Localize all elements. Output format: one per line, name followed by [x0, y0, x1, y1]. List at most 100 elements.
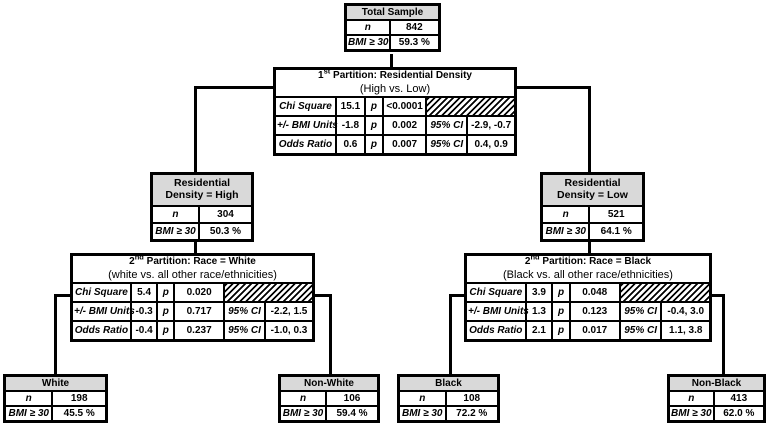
connector-p2b-right-h — [709, 294, 725, 297]
partition2-black-subtitle: (Black vs. all other race/ethnicities) — [503, 268, 673, 281]
partition1-box: 1st Partition: Residential Density (High… — [273, 66, 517, 157]
p-label: p — [156, 320, 176, 342]
partition-ordinal-suffix: nd — [134, 252, 144, 262]
ci-label: 95% CI — [425, 134, 469, 156]
bmi-label: BMI ≥ 30 — [3, 405, 54, 423]
n-value: 842 — [388, 19, 441, 36]
density-high-box: Residential Density = High n 304 BMI ≥ 3… — [150, 172, 254, 242]
bmi-value: 64.1 % — [588, 222, 645, 242]
ci-label: 95% CI — [618, 320, 663, 342]
ci-value: 0.4, 0.9 — [466, 134, 517, 156]
connector-p2w-left-v — [54, 294, 57, 376]
stat-label: Odds Ratio — [464, 320, 527, 342]
bmi-value: 59.4 % — [325, 405, 380, 423]
stat-value: 15.1 — [334, 96, 366, 118]
connector-p1-left-v — [194, 86, 197, 174]
n-label: n — [397, 390, 447, 407]
leaf-black-box: Black n 108 BMI ≥ 30 72.2 % — [397, 374, 500, 423]
leaf-nonwhite-box: Non-White n 106 BMI ≥ 30 59.4 % — [278, 374, 380, 423]
n-label: n — [150, 205, 200, 224]
leaf-white-box: White n 198 BMI ≥ 30 45.5 % — [3, 374, 108, 423]
partition-number: 2 — [524, 256, 531, 267]
partition1-title-line: 1st Partition: Residential Density — [277, 66, 513, 83]
partition2-white-box: 2nd Partition: Race = White (white vs. a… — [70, 252, 315, 343]
total-sample-title: Total Sample — [344, 3, 441, 21]
ci-value: 1.1, 3.8 — [660, 320, 712, 342]
p-label: p — [551, 282, 571, 304]
ci-value: -2.2, 1.5 — [264, 301, 315, 323]
bmi-label: BMI ≥ 30 — [397, 405, 447, 423]
bmi-value: 50.3 % — [197, 222, 254, 242]
stat-value: -0.3 — [129, 301, 159, 323]
partition2-white-title-line: 2nd Partition: Race = White — [74, 252, 311, 269]
ci-value: -0.4, 3.0 — [660, 301, 712, 323]
partition2-black-title-line: 2nd Partition: Race = Black — [468, 252, 708, 269]
hatched-cell — [222, 282, 315, 304]
bmi-value: 45.5 % — [51, 405, 108, 423]
stat-value: 0.6 — [334, 134, 366, 156]
p-value: <0.0001 — [381, 96, 428, 118]
density-high-title-line1: Residential — [173, 177, 231, 190]
p-label: p — [363, 134, 384, 156]
n-label: n — [667, 390, 715, 407]
n-value: 108 — [444, 390, 500, 407]
partition1-title: 1st Partition: Residential Density (High… — [273, 66, 517, 99]
stat-label: Chi Square — [70, 282, 132, 304]
connector-p1-left-h — [194, 86, 276, 89]
connector-p2b-left-v — [449, 294, 452, 376]
hatched-cell — [425, 96, 517, 118]
bmi-value: 72.2 % — [444, 405, 500, 423]
p-label: p — [551, 301, 571, 323]
ci-label: 95% CI — [425, 115, 469, 137]
n-value: 521 — [588, 205, 645, 224]
partition2-black-title: 2nd Partition: Race = Black (Black vs. a… — [464, 252, 712, 285]
connector-p2b-left-h — [449, 294, 466, 297]
partition-ordinal-suffix: st — [323, 66, 331, 76]
ci-value: -1.0, 0.3 — [264, 320, 315, 342]
leaf-nonblack-title: Non-Black — [667, 374, 766, 392]
connector-low-to-p2b — [588, 240, 591, 255]
hatched-cell — [618, 282, 712, 304]
p-label: p — [156, 301, 176, 323]
density-low-title-line2: Density = Low — [557, 189, 628, 201]
leaf-white-title: White — [3, 374, 108, 392]
p-label: p — [363, 115, 384, 137]
stat-label: +/- BMI Units — [273, 115, 338, 137]
p-value: 0.007 — [381, 134, 428, 156]
bmi-label: BMI ≥ 30 — [150, 222, 200, 242]
partition-number: 2 — [129, 256, 135, 267]
leaf-nonblack-box: Non-Black n 413 BMI ≥ 30 62.0 % — [667, 374, 766, 423]
p-label: p — [551, 320, 571, 342]
bmi-label: BMI ≥ 30 — [540, 222, 591, 242]
ci-label: 95% CI — [222, 320, 267, 342]
p-value: 0.017 — [568, 320, 621, 342]
ci-value: -2.9, -0.7 — [466, 115, 517, 137]
density-low-box: Residential Density = Low n 521 BMI ≥ 30… — [540, 172, 645, 242]
stat-value: 3.9 — [524, 282, 554, 304]
partition-ordinal-suffix: nd — [530, 252, 540, 262]
p-label: p — [156, 282, 176, 304]
n-value: 198 — [51, 390, 108, 407]
bmi-value: 59.3 % — [388, 34, 441, 52]
stat-value: 2.1 — [524, 320, 554, 342]
leaf-nonwhite-title: Non-White — [278, 374, 380, 392]
partition2-black-box: 2nd Partition: Race = Black (Black vs. a… — [464, 252, 712, 343]
p-value: 0.123 — [568, 301, 621, 323]
stat-label: Odds Ratio — [70, 320, 132, 342]
stat-value: -1.8 — [334, 115, 366, 137]
bmi-value: 62.0 % — [712, 405, 766, 423]
leaf-black-title: Black — [397, 374, 500, 392]
bmi-label: BMI ≥ 30 — [278, 405, 328, 423]
density-high-title: Residential Density = High — [150, 172, 254, 207]
total-sample-box: Total Sample n 842 BMI ≥ 30 59.3 % — [344, 3, 441, 52]
n-label: n — [278, 390, 328, 407]
connector-p2w-right-v — [329, 294, 332, 376]
stat-label: Chi Square — [273, 96, 337, 118]
partition-number: 1 — [318, 70, 324, 81]
n-label: n — [540, 205, 591, 224]
p-value: 0.020 — [173, 282, 225, 304]
n-value: 413 — [712, 390, 766, 407]
p-value: 0.002 — [381, 115, 428, 137]
stat-value: -0.4 — [129, 320, 159, 342]
ci-label: 95% CI — [222, 301, 267, 323]
